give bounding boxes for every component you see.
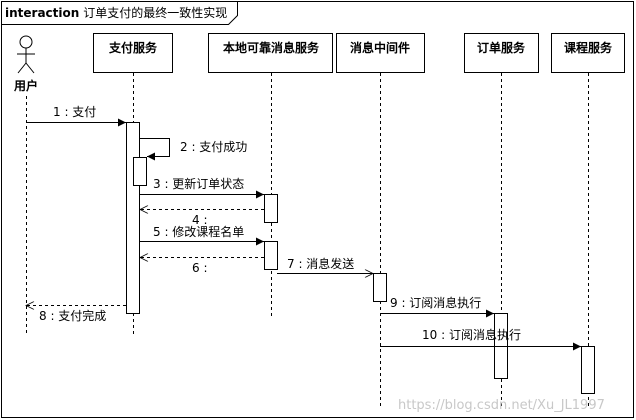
activation-mq <box>373 273 387 302</box>
message-5-label: 5 : 修改课程名单 <box>153 224 244 239</box>
message-2-arrow <box>139 138 170 161</box>
message-9-label: 9 : 订阅消息执行 <box>390 295 481 310</box>
actor-head-icon <box>19 35 33 49</box>
participant-local-msg-label: 本地可靠消息服务 <box>223 40 320 55</box>
participant-mq <box>336 33 425 73</box>
frame-title: interaction 订单支付的最终一致性实现 <box>5 5 227 20</box>
message-3-label: 3 : 更新订单状态 <box>153 176 244 191</box>
frame-title-tab <box>1 1 238 25</box>
activation-pay <box>126 122 140 314</box>
participant-order <box>464 33 539 73</box>
participant-pay-label: 支付服务 <box>108 40 158 55</box>
user-actor <box>17 35 35 74</box>
message-6-label: 6 : <box>192 261 208 275</box>
participant-pay <box>93 33 173 73</box>
watermark: https://blog.csdn.net/Xu_JL1997 <box>398 398 605 413</box>
activation-course <box>581 346 595 394</box>
message-10-label: 10 : 订阅消息执行 <box>422 327 521 342</box>
participant-course <box>551 33 625 73</box>
activation-local-1 <box>264 194 278 223</box>
participant-course-label: 课程服务 <box>564 40 613 55</box>
message-1-label: 1 : 支付 <box>53 105 96 119</box>
actor-label: 用户 <box>13 78 38 93</box>
frame-keyword: interaction <box>5 6 79 20</box>
activation-local-2 <box>264 241 278 270</box>
message-8-label: 8 : 支付完成 <box>39 308 106 323</box>
participant-mq-label: 消息中间件 <box>350 40 410 55</box>
participant-local-msg <box>208 33 333 73</box>
message-2-label: 2 : 支付成功 <box>180 140 247 154</box>
frame-title-text: 订单支付的最终一致性实现 <box>83 5 227 20</box>
message-7-label: 7 : 消息发送 <box>287 256 354 271</box>
activation-pay-self <box>133 157 147 186</box>
participant-order-label: 订单服务 <box>477 40 526 55</box>
message-4-label: 4 : <box>192 213 208 227</box>
